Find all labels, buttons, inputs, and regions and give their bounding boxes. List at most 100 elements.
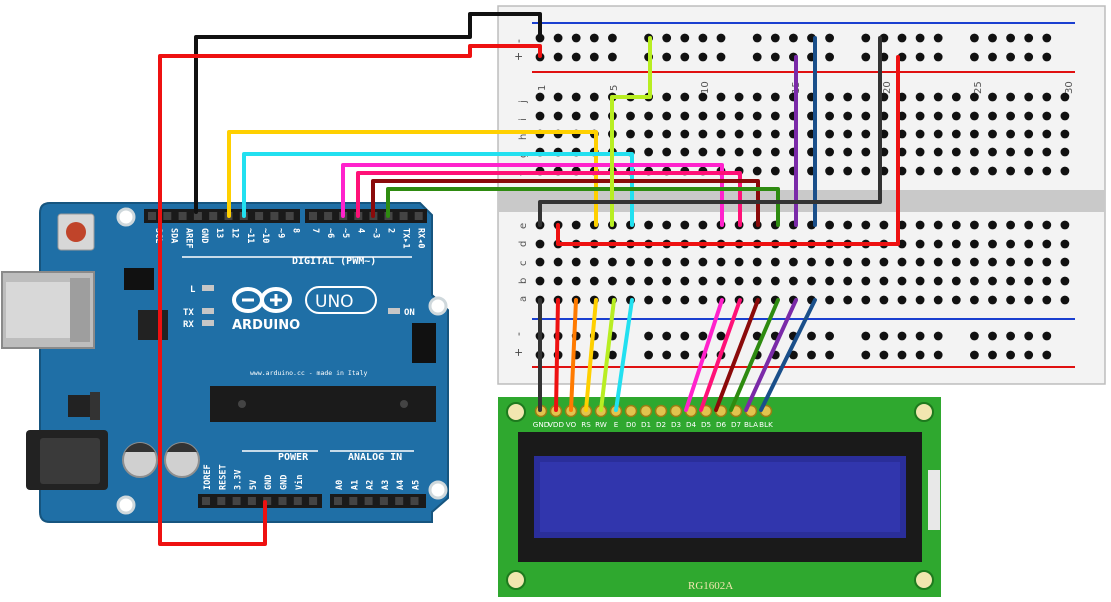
- breadboard-hole[interactable]: [879, 276, 889, 286]
- rail-hole[interactable]: [608, 33, 617, 43]
- breadboard-hole[interactable]: [589, 276, 599, 286]
- breadboard-hole[interactable]: [970, 276, 979, 286]
- breadboard-hole[interactable]: [988, 166, 997, 176]
- breadboard-hole[interactable]: [1006, 129, 1015, 139]
- header-hole[interactable]: [255, 212, 264, 220]
- breadboard-hole[interactable]: [698, 92, 708, 102]
- breadboard-hole[interactable]: [933, 239, 943, 249]
- breadboard-hole[interactable]: [644, 295, 653, 305]
- rail-hole[interactable]: [589, 52, 599, 62]
- rail-hole[interactable]: [680, 33, 690, 43]
- breadboard-hole[interactable]: [897, 276, 907, 286]
- breadboard-hole[interactable]: [825, 147, 834, 157]
- breadboard-hole[interactable]: [662, 147, 672, 157]
- breadboard-hole[interactable]: [770, 276, 780, 286]
- breadboard-hole[interactable]: [698, 295, 708, 305]
- breadboard-hole[interactable]: [825, 111, 834, 121]
- header-hole[interactable]: [193, 212, 202, 220]
- breadboard-hole[interactable]: [970, 92, 979, 102]
- breadboard-hole[interactable]: [825, 276, 834, 286]
- rail-hole[interactable]: [698, 52, 708, 62]
- breadboard-hole[interactable]: [915, 111, 925, 121]
- rail-hole[interactable]: [644, 331, 653, 341]
- breadboard-hole[interactable]: [988, 295, 997, 305]
- rail-hole[interactable]: [879, 331, 889, 341]
- breadboard-hole[interactable]: [1060, 257, 1070, 267]
- rail-hole[interactable]: [716, 33, 726, 43]
- breadboard-hole[interactable]: [752, 129, 762, 139]
- rail-hole[interactable]: [571, 33, 581, 43]
- breadboard-hole[interactable]: [1024, 239, 1034, 249]
- breadboard-hole[interactable]: [970, 129, 979, 139]
- breadboard-hole[interactable]: [915, 295, 925, 305]
- breadboard-hole[interactable]: [1042, 166, 1052, 176]
- breadboard-hole[interactable]: [1024, 257, 1034, 267]
- breadboard-hole[interactable]: [1060, 220, 1070, 230]
- breadboard-hole[interactable]: [825, 129, 834, 139]
- breadboard-hole[interactable]: [807, 276, 816, 286]
- breadboard-hole[interactable]: [951, 220, 961, 230]
- breadboard-hole[interactable]: [825, 220, 834, 230]
- header-hole[interactable]: [399, 212, 408, 220]
- breadboard-hole[interactable]: [1024, 220, 1034, 230]
- header-hole[interactable]: [263, 497, 272, 505]
- rail-hole[interactable]: [770, 52, 780, 62]
- breadboard-hole[interactable]: [680, 276, 690, 286]
- rail-hole[interactable]: [988, 33, 997, 43]
- breadboard-hole[interactable]: [553, 111, 563, 121]
- rail-hole[interactable]: [1042, 52, 1052, 62]
- breadboard-hole[interactable]: [933, 129, 943, 139]
- header-hole[interactable]: [410, 497, 419, 505]
- rail-hole[interactable]: [807, 350, 816, 360]
- breadboard-hole[interactable]: [698, 147, 708, 157]
- breadboard-hole[interactable]: [734, 147, 744, 157]
- breadboard-hole[interactable]: [770, 257, 780, 267]
- breadboard-hole[interactable]: [752, 147, 762, 157]
- breadboard-hole[interactable]: [770, 111, 780, 121]
- header-hole[interactable]: [148, 212, 156, 220]
- breadboard-hole[interactable]: [1006, 295, 1015, 305]
- lcd-pin-pad[interactable]: [639, 404, 653, 418]
- breadboard-hole[interactable]: [571, 92, 581, 102]
- breadboard-hole[interactable]: [626, 276, 635, 286]
- breadboard-hole[interactable]: [553, 92, 563, 102]
- rail-hole[interactable]: [897, 350, 907, 360]
- breadboard-hole[interactable]: [662, 295, 672, 305]
- breadboard-hole[interactable]: [662, 276, 672, 286]
- rail-hole[interactable]: [933, 33, 943, 43]
- breadboard-hole[interactable]: [752, 166, 762, 176]
- breadboard-hole[interactable]: [843, 166, 853, 176]
- breadboard-hole[interactable]: [951, 257, 961, 267]
- breadboard-hole[interactable]: [951, 111, 961, 121]
- header-hole[interactable]: [349, 497, 358, 505]
- header-hole[interactable]: [364, 497, 373, 505]
- breadboard-hole[interactable]: [1024, 147, 1034, 157]
- rail-hole[interactable]: [970, 350, 979, 360]
- rail-hole[interactable]: [825, 331, 834, 341]
- lcd-pin-pad[interactable]: [654, 404, 668, 418]
- breadboard-hole[interactable]: [608, 276, 617, 286]
- rail-hole[interactable]: [825, 350, 834, 360]
- header-hole[interactable]: [209, 212, 218, 220]
- breadboard-hole[interactable]: [970, 111, 979, 121]
- breadboard-hole[interactable]: [861, 166, 871, 176]
- rail-hole[interactable]: [770, 33, 780, 43]
- rail-hole[interactable]: [1024, 350, 1034, 360]
- breadboard-hole[interactable]: [915, 239, 925, 249]
- breadboard-hole[interactable]: [933, 92, 943, 102]
- breadboard-hole[interactable]: [951, 166, 961, 176]
- breadboard-hole[interactable]: [843, 111, 853, 121]
- breadboard-hole[interactable]: [843, 129, 853, 139]
- breadboard-hole[interactable]: [915, 257, 925, 267]
- breadboard-hole[interactable]: [951, 239, 961, 249]
- rail-hole[interactable]: [752, 52, 762, 62]
- breadboard-hole[interactable]: [644, 220, 653, 230]
- breadboard-hole[interactable]: [970, 239, 979, 249]
- rail-hole[interactable]: [608, 350, 617, 360]
- rail-hole[interactable]: [680, 350, 690, 360]
- breadboard-hole[interactable]: [1042, 147, 1052, 157]
- breadboard-hole[interactable]: [1006, 92, 1015, 102]
- breadboard-hole[interactable]: [988, 220, 997, 230]
- breadboard-hole[interactable]: [933, 166, 943, 176]
- breadboard-hole[interactable]: [843, 276, 853, 286]
